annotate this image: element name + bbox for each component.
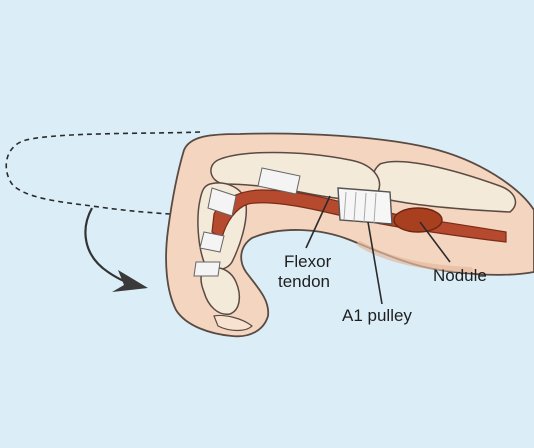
- distal-phalanx: [200, 266, 241, 315]
- flexor-tendon-label: Flexor tendon: [278, 252, 331, 292]
- nodule-label: Nodule: [433, 266, 487, 285]
- leader-nodule: [419, 221, 451, 263]
- a1-pulley: [337, 187, 393, 225]
- dashed-finger-outline: [5, 131, 201, 215]
- fingernail: [213, 314, 253, 332]
- leader-flexor-tendon: [305, 195, 331, 249]
- a1-pulley-label: A1 pulley: [342, 306, 412, 325]
- leader-a1-pulley: [367, 221, 383, 305]
- flexor-tendon-label-line1: Flexor: [284, 252, 332, 271]
- flexor-tendon-label-line2: tendon: [278, 272, 330, 291]
- curved-arrow-icon: [84, 207, 148, 292]
- finger-pulleys: [193, 167, 301, 277]
- tendon-nodule: [393, 207, 443, 233]
